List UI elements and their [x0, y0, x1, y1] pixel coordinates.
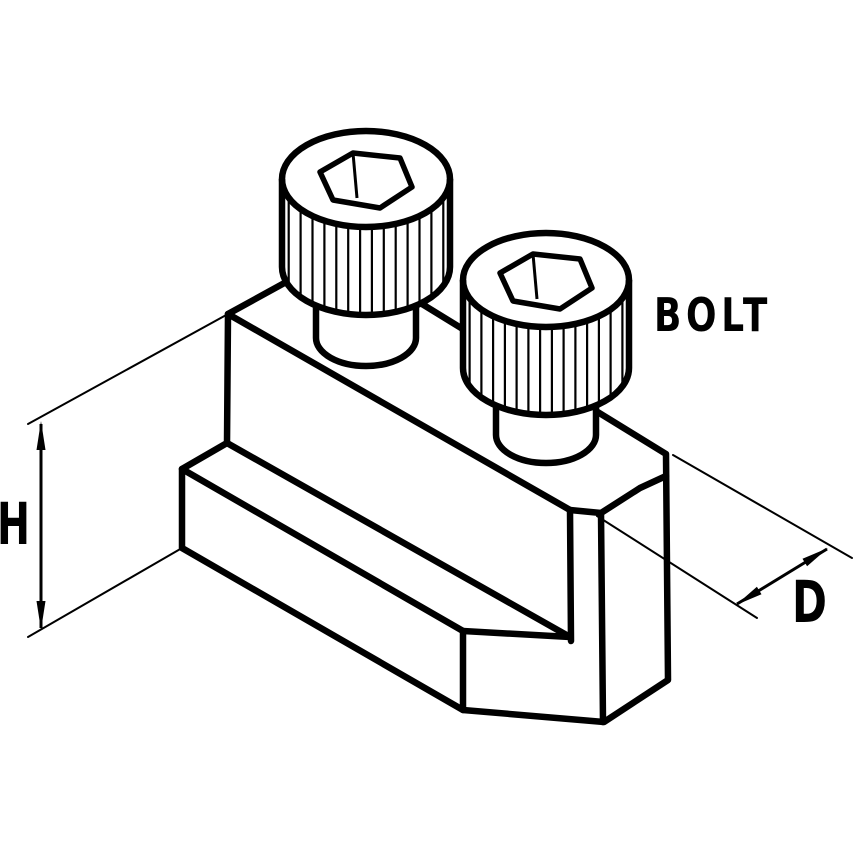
d-dimension-arrow: [736, 547, 828, 606]
bolt-right: [459, 229, 633, 467]
clamp-groove-vertical: [566, 506, 575, 645]
h-extension-top: [27, 313, 229, 425]
clamp-top-front-edge: [224, 310, 574, 514]
height-dim-label: H: [0, 490, 30, 558]
extension-lines: [27, 313, 853, 638]
h-arrowhead-down: [36, 601, 46, 630]
d-extension-bottom: [596, 515, 758, 619]
bolt-label: BOLT: [654, 288, 772, 342]
depth-dim-label: D: [792, 568, 827, 636]
d-extension-top: [672, 454, 853, 559]
h-arrowhead-up: [36, 421, 46, 450]
bolt-right-knurling: [468, 298, 624, 415]
h-dimension-arrow: [36, 421, 46, 630]
clamp-nose-top-edge: [566, 506, 605, 517]
clamp-tongue-nose-edge: [459, 627, 574, 641]
clamp-nose-bevel-edge: [597, 472, 670, 517]
clamp-tongue-top-edge: [178, 465, 467, 635]
bolt-left-head-top-rim: [278, 178, 454, 231]
bolt-left-knurling: [287, 197, 445, 315]
bolt-right-socket-depth-line: [531, 253, 539, 300]
d-arrowhead-upper: [802, 548, 828, 567]
bolt-right-head-top-rim: [459, 279, 633, 331]
h-extension-bottom: [27, 547, 183, 638]
bolt-left-socket-depth-line: [351, 152, 359, 199]
clamp-nose-front-vertical: [597, 509, 607, 726]
d-arrowhead-lower: [736, 586, 762, 605]
bolt-left: [278, 127, 454, 370]
clamp-step-inner-edge: [223, 439, 574, 641]
